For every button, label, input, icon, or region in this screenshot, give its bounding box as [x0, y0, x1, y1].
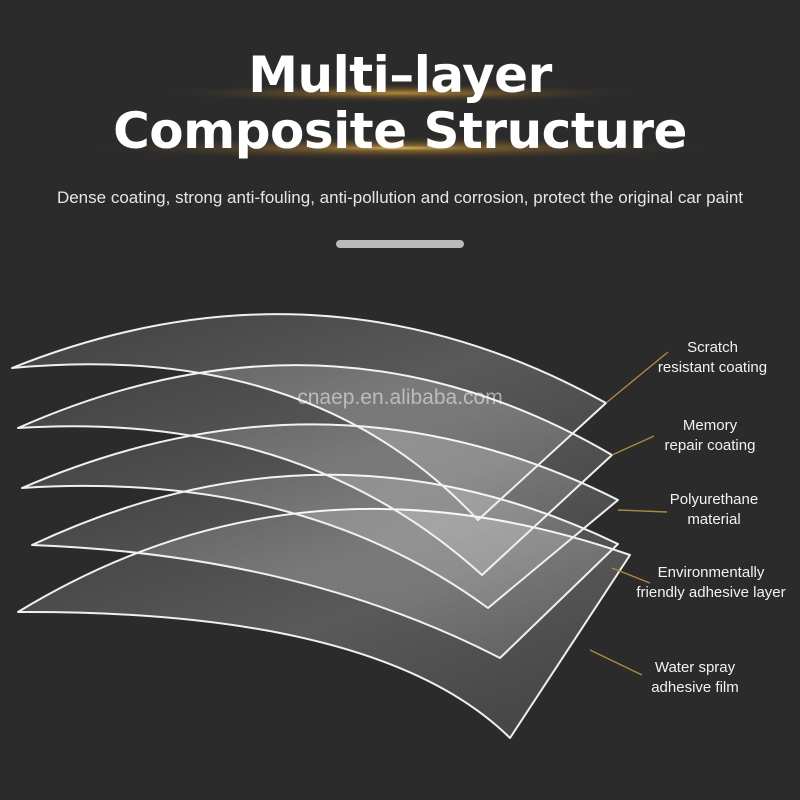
- subtitle: Dense coating, strong anti-fouling, anti…: [56, 188, 744, 207]
- sheet-scratch-resistant-coating: [11, 313, 607, 521]
- label-line-2: material: [687, 511, 741, 528]
- label-line-2: repair coating: [664, 437, 756, 454]
- leader-line-water-spray: [589, 649, 643, 676]
- label-line-1: Scratch: [687, 339, 738, 356]
- leader-line-environmental: [611, 567, 651, 584]
- leader-line-polyurethane: [617, 509, 668, 513]
- leader-line-scratch: [605, 351, 669, 404]
- label-line-2: resistant coating: [657, 359, 768, 376]
- label-scratch-resistant-coating: Scratch resistant coating: [650, 338, 775, 378]
- label-memory-repair-coating: Memory repair coating: [648, 416, 772, 456]
- label-line-1: Water spray: [654, 659, 736, 676]
- label-line-1: Polyurethane: [669, 491, 759, 508]
- title-line-1: Multi–layer: [248, 46, 552, 104]
- divider-bar: [336, 240, 464, 248]
- label-polyurethane-material: Polyurethane material: [655, 490, 773, 530]
- leader-line-memory: [611, 435, 655, 456]
- label-line-1: Environmentally: [657, 564, 765, 581]
- label-line-2: adhesive film: [651, 679, 739, 696]
- label-water-spray-adhesive-film: Water spray adhesive film: [640, 658, 750, 698]
- title-line-2: Composite Structure: [113, 102, 687, 160]
- label-line-1: Memory: [682, 417, 738, 434]
- label-environmentally-friendly-adhesive-layer: Environmentally friendly adhesive layer: [626, 563, 796, 603]
- watermark: cnaep.en.alibaba.com: [297, 386, 503, 409]
- label-line-2: friendly adhesive layer: [636, 584, 786, 601]
